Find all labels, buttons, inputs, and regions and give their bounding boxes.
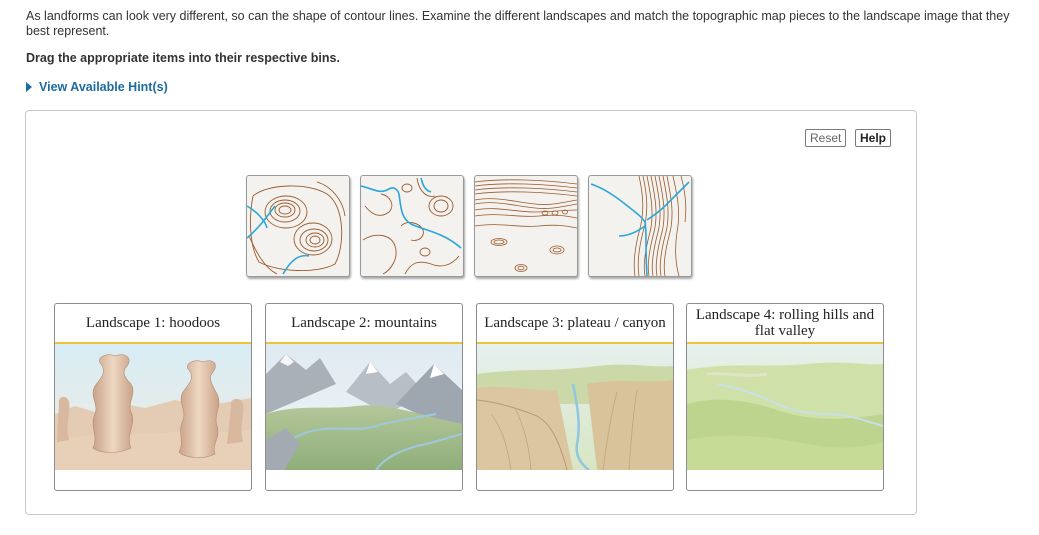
contour-map-canyon-icon: [590, 176, 690, 276]
drag-instruction: Drag the appropriate items into their re…: [26, 51, 340, 65]
view-hints-label: View Available Hint(s): [39, 80, 168, 94]
mountains-landscape-image: [266, 344, 462, 470]
contour-map-rolling-hills-icon: [361, 177, 462, 275]
bin-landscape-2[interactable]: Landscape 2: mountains: [265, 303, 463, 491]
bin-label: Landscape 3: plateau / canyon: [484, 315, 666, 331]
bin-label: Landscape 1: hoodoos: [85, 315, 221, 331]
help-button[interactable]: Help: [855, 129, 892, 147]
contour-map-hoodoos-icon: [247, 181, 346, 275]
bin-label: Landscape 2: mountains: [291, 315, 437, 331]
expand-triangle-icon: [26, 82, 32, 92]
bin-landscape-3[interactable]: Landscape 3: plateau / canyon: [476, 303, 674, 491]
rolling-hills-landscape-image: [687, 344, 883, 470]
topo-map-tile-3[interactable]: [474, 175, 578, 277]
topo-map-tile-2[interactable]: [360, 175, 464, 277]
contour-map-plateau-icon: [475, 179, 577, 272]
bin-label: Landscape 4: rolling hills and flat vall…: [695, 307, 875, 339]
instructions-text: As landforms can look very different, so…: [26, 9, 1010, 38]
reset-button[interactable]: Reset: [805, 129, 847, 147]
bin-divider: [687, 342, 883, 344]
topo-map-tile-4[interactable]: [588, 175, 692, 277]
bin-landscape-4[interactable]: Landscape 4: rolling hills and flat vall…: [686, 303, 884, 491]
bin-landscape-1[interactable]: Landscape 1: hoodoos: [54, 303, 252, 491]
bin-divider: [266, 342, 462, 344]
bin-divider: [477, 342, 673, 344]
bin-divider: [55, 342, 251, 344]
drag-drop-panel: Reset Help: [25, 110, 917, 515]
view-hints-link[interactable]: View Available Hint(s): [26, 80, 168, 94]
topo-map-tile-1[interactable]: [246, 175, 350, 277]
hoodoos-landscape-image: [55, 344, 251, 470]
plateau-canyon-landscape-image: [477, 344, 673, 470]
